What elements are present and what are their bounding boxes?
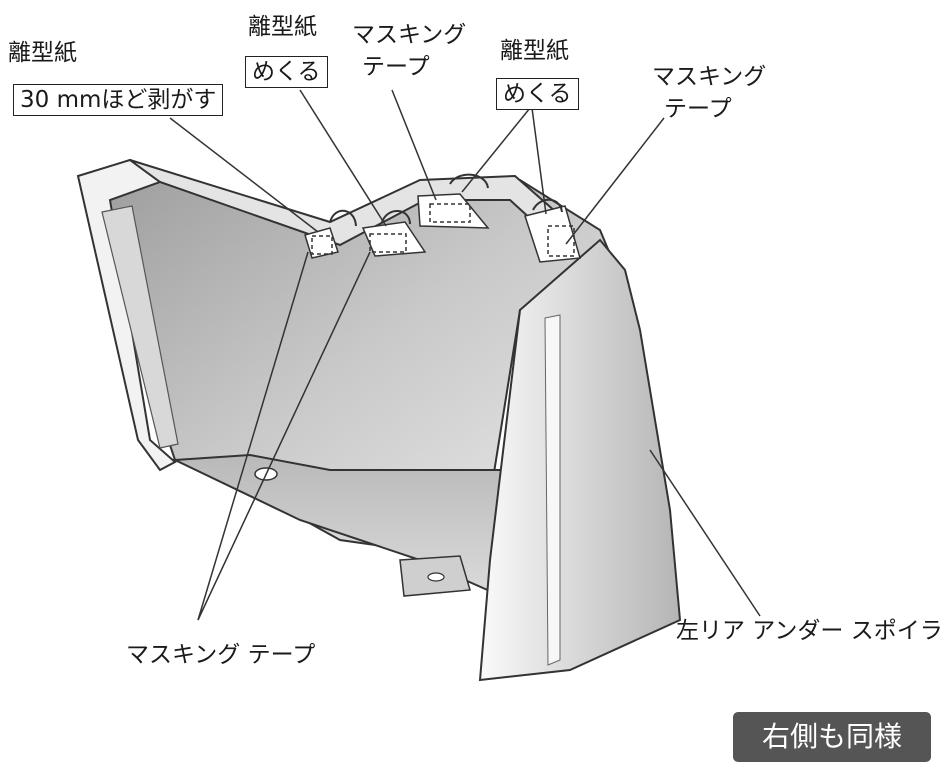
masking-tape-label-top-2a: マスキング (652, 64, 767, 90)
same-on-right-side-badge: 右側も同様 (733, 712, 931, 762)
spoiler-right-panel (478, 238, 682, 682)
spoiler-floor (171, 453, 522, 602)
release-paper-label-1: 離型紙 (8, 40, 77, 66)
part-name-label: 左リア アンダー スポイラー (676, 618, 945, 644)
peel-30mm-box: 30 mmほど剥がす (13, 84, 224, 116)
flip-box-1: めくる (245, 56, 328, 88)
peel-arrows (329, 173, 563, 227)
masking-tape-label-top-2b: テープ (664, 96, 732, 122)
masking-tape-label-bottom: マスキング テープ (126, 642, 316, 668)
leader-lines (169, 89, 761, 621)
flip-box-2: めくる (496, 78, 579, 110)
release-paper-label-3: 離型紙 (500, 38, 569, 64)
release-paper-label-2: 離型紙 (248, 14, 317, 40)
masking-tape-label-top-1a: マスキング (352, 22, 467, 48)
masking-tape-label-top-1b: テープ (362, 54, 430, 80)
